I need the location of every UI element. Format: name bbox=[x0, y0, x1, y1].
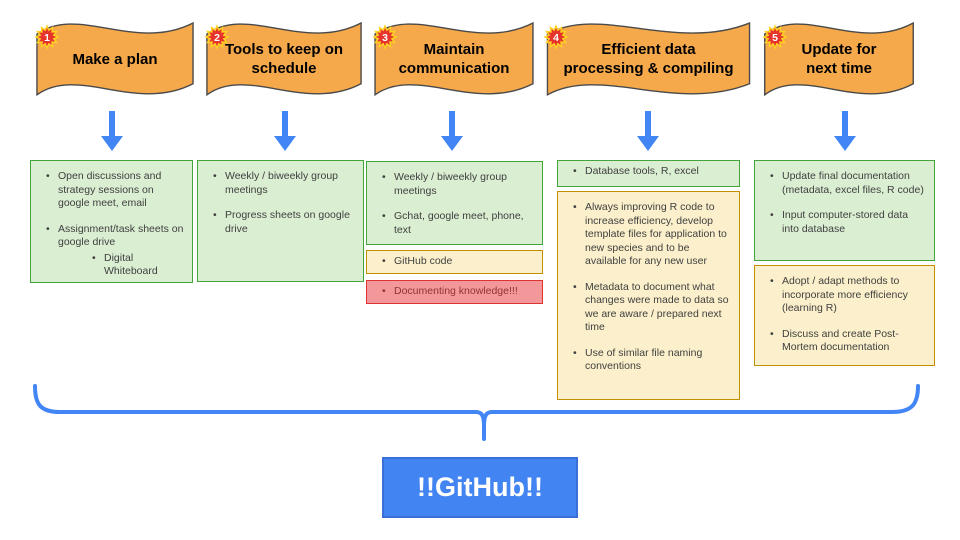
bullet-item: Adopt / adapt methods to incorporate mor… bbox=[770, 275, 927, 316]
bullet-list: Weekly / biweekly group meetings Gchat, … bbox=[367, 162, 542, 242]
update-docs-box: Update final documentation (metadata, ex… bbox=[754, 160, 935, 261]
banner-title-line: Efficient data bbox=[601, 41, 696, 59]
bullet-list: Always improving R code to increase effi… bbox=[558, 192, 739, 379]
bullet-item: Always improving R code to increase effi… bbox=[573, 201, 732, 269]
step-5-badge-icon: 5 bbox=[762, 24, 788, 50]
step-4-badge-icon: 4 bbox=[543, 24, 569, 50]
bullet-item: Input computer-stored data into database bbox=[770, 209, 927, 236]
svg-text:1: 1 bbox=[44, 32, 50, 44]
bullet-item: Assignment/task sheets on google drive bbox=[46, 223, 185, 250]
bullet-list: Adopt / adapt methods to incorporate mor… bbox=[755, 266, 934, 360]
banner-title: Efficient data processing & compiling bbox=[541, 12, 756, 104]
wave-ribbon-shape bbox=[541, 12, 756, 104]
banner-title-line: processing & compiling bbox=[563, 60, 734, 77]
bullet-item: Gchat, google meet, phone, text bbox=[382, 210, 535, 237]
banner-title-line: next time bbox=[806, 60, 872, 77]
wave-ribbon-shape bbox=[202, 12, 366, 104]
step-1-badge-icon: 1 bbox=[34, 24, 60, 50]
banner-title-line: Maintain bbox=[423, 41, 485, 59]
wave-ribbon-shape bbox=[370, 12, 538, 104]
banner-step-5: 5 Update for next time bbox=[760, 12, 918, 104]
banner-title: Tools to keep on schedule bbox=[202, 12, 366, 104]
bullet-list: Documenting knowledge!!! bbox=[367, 281, 542, 302]
banner-step-1: 1 Make a plan bbox=[32, 12, 198, 104]
bullet-list: Open discussions and strategy sessions o… bbox=[31, 161, 192, 284]
banner-title: Maintain communication bbox=[370, 12, 538, 104]
banner-title-line: schedule bbox=[251, 60, 317, 77]
banner-step-3: 3 Maintain communication bbox=[370, 12, 538, 104]
bullet-list: GitHub code bbox=[367, 251, 542, 272]
banner-step-2: 2 Tools to keep on schedule bbox=[202, 12, 366, 104]
documenting-knowledge-box: Documenting knowledge!!! bbox=[366, 280, 543, 304]
plan-details-box: Open discussions and strategy sessions o… bbox=[30, 160, 193, 283]
bullet-item: Discuss and create Post-Mortem documenta… bbox=[770, 328, 927, 355]
bullet-list: Update final documentation (metadata, ex… bbox=[755, 161, 934, 241]
down-arrow-icon bbox=[441, 111, 463, 151]
bullet-item: Metadata to document what changes were m… bbox=[573, 281, 732, 335]
svg-text:4: 4 bbox=[553, 32, 559, 44]
down-arrow-icon bbox=[274, 111, 296, 151]
bullet-item: Documenting knowledge!!! bbox=[382, 285, 535, 299]
bullet-list: Weekly / biweekly group meetings Progres… bbox=[198, 161, 363, 241]
bullet-item: Update final documentation (metadata, ex… bbox=[770, 170, 927, 197]
down-arrow-icon bbox=[834, 111, 856, 151]
data-processing-box: Always improving R code to increase effi… bbox=[557, 191, 740, 400]
svg-text:2: 2 bbox=[214, 32, 220, 44]
wave-ribbon-shape bbox=[760, 12, 918, 104]
bullet-item: Weekly / biweekly group meetings bbox=[382, 171, 535, 198]
banner-title-line: Update for bbox=[801, 41, 877, 59]
bullet-item: Database tools, R, excel bbox=[573, 165, 732, 179]
banner-title: Update for next time bbox=[760, 12, 918, 104]
bullet-item: Open discussions and strategy sessions o… bbox=[46, 170, 185, 211]
step-2-badge-icon: 2 bbox=[204, 24, 230, 50]
banner-title-line: Make a plan bbox=[72, 50, 158, 68]
github-code-box: GitHub code bbox=[366, 250, 543, 274]
github-label: !!GitHub!! bbox=[417, 472, 543, 502]
curly-brace bbox=[33, 384, 920, 441]
banner-step-4: 4 Efficient data processing & compiling bbox=[541, 12, 756, 104]
database-tools-box: Database tools, R, excel bbox=[557, 160, 740, 187]
bullet-item: Weekly / biweekly group meetings bbox=[213, 170, 356, 197]
bullet-list: Database tools, R, excel bbox=[558, 161, 739, 182]
svg-text:3: 3 bbox=[382, 32, 388, 44]
github-callout: !!GitHub!! bbox=[382, 457, 578, 518]
bullet-item: Use of similar file naming conventions bbox=[573, 347, 732, 374]
svg-text:5: 5 bbox=[772, 32, 778, 44]
communication-box: Weekly / biweekly group meetings Gchat, … bbox=[366, 161, 543, 245]
adapt-methods-box: Adopt / adapt methods to incorporate mor… bbox=[754, 265, 935, 366]
step-3-badge-icon: 3 bbox=[372, 24, 398, 50]
wave-ribbon-shape bbox=[32, 12, 198, 104]
down-arrow-icon bbox=[101, 111, 123, 151]
banner-title-line: communication bbox=[398, 60, 510, 77]
schedule-tools-box: Weekly / biweekly group meetings Progres… bbox=[197, 160, 364, 282]
bullet-item: Progress sheets on google drive bbox=[213, 209, 356, 236]
bullet-item: GitHub code bbox=[382, 255, 535, 269]
down-arrow-icon bbox=[637, 111, 659, 151]
banner-title-line: Tools to keep on bbox=[224, 41, 344, 59]
banner-title: Make a plan bbox=[32, 12, 198, 104]
bullet-subitem: Digital Whiteboard bbox=[92, 252, 185, 279]
